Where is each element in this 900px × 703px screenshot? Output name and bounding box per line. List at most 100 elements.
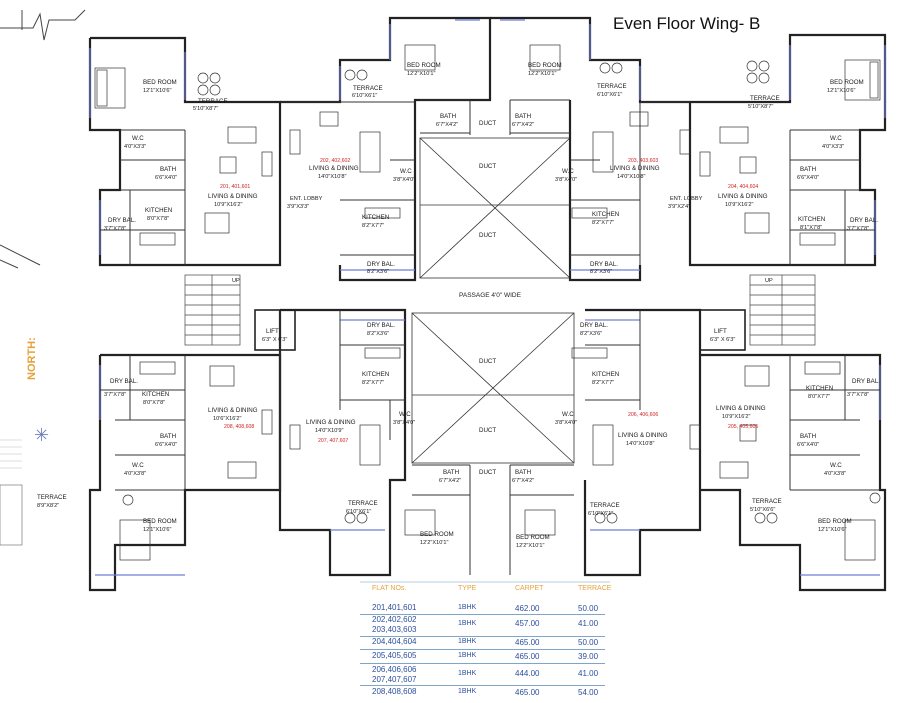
room-bath-dim: 6'7"X4'2" (512, 122, 534, 128)
page-title: Even Floor Wing- B (613, 14, 761, 33)
room-wc-dim: 4'0"X3'3" (124, 144, 146, 150)
room-dry-bal-dim: 3'7"X7'8" (104, 226, 126, 232)
flat-tag-202: 202, 402,602 (320, 158, 350, 164)
room-dry-bal-dim: 3'7"X7'8" (104, 392, 126, 398)
flat-tag-201: 201, 401,601 (220, 184, 250, 190)
room-duct: DUCT (479, 469, 496, 476)
room-duct: DUCT (479, 120, 496, 127)
room-dry-bal-dim: 8'2"X3'6" (590, 269, 612, 275)
passage-label: PASSAGE 4'0" WIDE (459, 292, 521, 299)
room-terrace-dim: 5'10"X8'7" (748, 104, 773, 110)
room-living-dining: LIVING & DINING (718, 193, 768, 200)
room-terrace-dim: 6'10"X6'1" (352, 93, 377, 99)
room-kitchen: KITCHEN (142, 391, 169, 398)
room-duct: DUCT (479, 358, 496, 365)
room-bed-room-dim: 12'2"X10'1" (516, 543, 545, 549)
room-terrace: TERRACE (353, 85, 383, 92)
room-wc-dim: 3'8"X4'0" (555, 177, 577, 183)
room-bed-room: BED ROOM (143, 79, 177, 86)
room-living-dining: LIVING & DINING (309, 165, 359, 172)
room-bath-dim: 6'6"X4'0" (797, 442, 819, 448)
room-kitchen-dim: 8'0"X7'8" (147, 216, 169, 222)
room-bath-dim: 6'7"X4'2" (439, 478, 461, 484)
room-kitchen: KITCHEN (592, 371, 619, 378)
cell-type: 1BHK (458, 652, 477, 659)
col-header-terrace: TERRACE (578, 585, 612, 592)
stair-up-label: UP (232, 278, 240, 284)
cell-type: 1BHK (458, 688, 477, 695)
room-bed-room-dim: 12'1"X10'6" (818, 527, 847, 533)
furniture (94, 44, 881, 561)
room-dry-bal: DRY BAL. (367, 261, 395, 268)
col-header-carpet: CARPET (515, 585, 544, 592)
room-terrace-dim: 6'10"X6'1" (597, 92, 622, 98)
room-kitchen: KITCHEN (145, 207, 172, 214)
room-kitchen: KITCHEN (362, 371, 389, 378)
cell-carpet: 465.00 (515, 688, 540, 697)
cell-carpet: 462.00 (515, 604, 540, 613)
flat-tag-205: 205, 405,605 (728, 424, 758, 430)
flat-tag-204: 204, 404,604 (728, 184, 758, 190)
cell-terrace: 39.00 (578, 652, 599, 661)
room-ent-lobby-dim: 3'9"X2'4" (668, 204, 690, 210)
flat-tag-208: 208, 408,608 (224, 424, 254, 430)
room-bath: BATH (440, 113, 456, 120)
site-boundary (0, 9, 86, 269)
room-terrace-dim: 8'9"X8'2" (37, 503, 59, 509)
room-terrace-dim: 5'10"X8'7" (193, 106, 218, 112)
room-dry-bal: DRY BAL. (590, 261, 618, 268)
room-ent-lobby: ENT. LOBBY (290, 196, 323, 202)
stair-up-label: UP (765, 278, 773, 284)
room-duct: DUCT (479, 427, 496, 434)
cell-carpet: 444.00 (515, 669, 540, 678)
room-bed-room: BED ROOM (143, 518, 177, 525)
room-wc-dim: 4'0"X3'8" (824, 471, 846, 477)
cell-type: 1BHK (458, 670, 477, 677)
table-row: 204,404,604 1BHK 465.00 50.00 (360, 637, 605, 653)
room-dry-bal: DRY BAL. (580, 322, 608, 329)
lifts (254, 309, 746, 351)
room-kitchen: KITCHEN (798, 216, 825, 223)
room-kitchen-dim: 8'2"X7'7" (592, 220, 614, 226)
room-bath: BATH (443, 469, 459, 476)
north-label: NORTH: (26, 337, 38, 380)
room-living-dim: 10'9"X16'2" (722, 414, 751, 420)
room-bath-dim: 6'7"X4'2" (512, 478, 534, 484)
room-bed-room: BED ROOM (407, 62, 441, 69)
room-bath-dim: 6'6"X4'0" (155, 175, 177, 181)
room-living-dim: 10'6"X16'2" (213, 416, 242, 422)
room-dry-bal: DRY BAL. (108, 217, 136, 224)
room-wc-dim: 3'8"X4'0" (393, 420, 415, 426)
cell-flats: 208,408,608 (372, 687, 417, 696)
room-bath: BATH (160, 166, 176, 173)
room-kitchen-dim: 8'1"X7'8" (800, 225, 822, 231)
cell-flats: 206,406,606 (372, 665, 417, 674)
staircase-right (749, 274, 816, 346)
room-terrace-dim: 6'10"X6'1" (346, 509, 371, 515)
cell-flats: 203,403,603 (372, 625, 417, 634)
room-living-dining: LIVING & DINING (610, 165, 660, 172)
room-wc: W.C (132, 135, 144, 142)
cell-flats: 204,404,604 (372, 637, 417, 646)
table-row: 208,408,608 1BHK 465.00 54.00 (360, 687, 605, 703)
room-terrace: TERRACE (752, 498, 782, 505)
flat-tag-203: 203, 403,603 (628, 158, 658, 164)
cell-type: 1BHK (458, 638, 477, 645)
cell-flats: 201,401,601 (372, 603, 417, 612)
room-dry-bal-dim: 8'2"X3'6" (580, 331, 602, 337)
room-bath: BATH (160, 433, 176, 440)
lift-label: LIFT (714, 328, 727, 335)
cell-carpet: 465.00 (515, 638, 540, 647)
cell-flats: 202,402,602 (372, 615, 417, 624)
cell-type: 1BHK (458, 620, 477, 627)
room-living-dining: LIVING & DINING (618, 432, 668, 439)
room-terrace: TERRACE (348, 500, 378, 507)
room-wc-dim: 3'8"X4'0" (393, 177, 415, 183)
room-kitchen-dim: 8'2"X7'7" (362, 380, 384, 386)
room-kitchen-dim: 8'2"X7'7" (592, 380, 614, 386)
room-bed-room: BED ROOM (818, 518, 852, 525)
room-terrace: TERRACE (37, 494, 67, 501)
room-wc-dim: 4'0"X3'3" (822, 144, 844, 150)
room-dry-bal: DRY BAL. (850, 217, 878, 224)
cell-terrace: 41.00 (578, 619, 599, 628)
